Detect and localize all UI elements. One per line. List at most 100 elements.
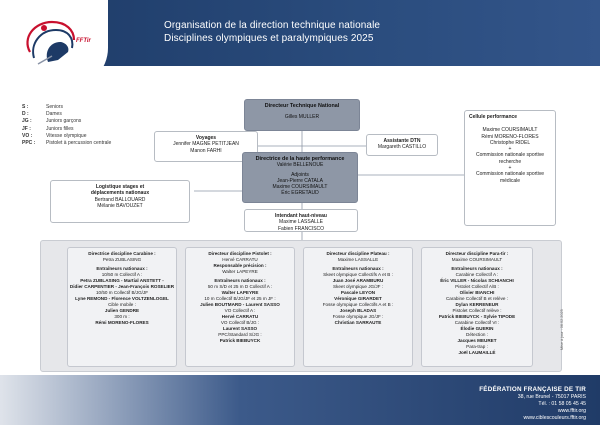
paratir-title: Directeur discipline Para-tir : (445, 251, 509, 256)
dhp-name: Valérie BELLENOUE (276, 162, 324, 169)
haute-performance-box: Directrice de la haute performance Valér… (242, 152, 358, 203)
pistolet-line: Walter LAPEYRE (221, 290, 259, 295)
paratir-line: Patrick BIEBUYCK - Sylvie TIPODE (438, 314, 516, 319)
paratir-line: Élodie GUERIN (460, 326, 494, 331)
cellule-performance-box: Cellule performance Maxime COURSIMAULT R… (464, 110, 556, 226)
intendant-box: Intendant haut-niveau Maxime LASSALLE Fa… (244, 209, 358, 232)
cellule-plus: + (508, 165, 512, 172)
paratir-line: Carabine Collectif VI : (454, 320, 500, 325)
pistolet-entraineurs: Entraîneurs nationaux : (214, 278, 266, 283)
legend-row: VO :Vitesse olympique (22, 132, 87, 139)
paratir-line: Carabine Collectif B et relève : (445, 296, 509, 301)
plateau-title: Directeur discipline Plateau : (326, 251, 390, 256)
discipline-paratir: Directeur discipline Para-tir : Maxime C… (421, 247, 533, 367)
footer-website-link[interactable]: www.fftir.org (557, 408, 586, 414)
intendant-person: Maxime LASSALLE (279, 219, 323, 226)
pistolet-line: Laurent SASSO (222, 326, 258, 331)
cellule-title: Cellule performance (469, 114, 518, 120)
paratir-line: Pistolet Collectif A/B : (455, 284, 499, 289)
logo-area: FFTir (0, 0, 108, 88)
paratir-director: Maxime COURSIMAULT (451, 257, 503, 262)
plateau-line: Joseph BLADAS (339, 308, 377, 313)
carabine-line: Didier CARPENTIER - Jean-François ROSELI… (69, 284, 175, 289)
plateau-entraineurs: Entraîneurs nationaux : (332, 266, 384, 271)
cellule-commission: médicale (499, 177, 520, 184)
assistante-name: Margareth CASTILLO (377, 144, 427, 151)
cellule-commission: recherche (498, 158, 522, 165)
cellule-person: Rémi MORENO-FLORES (481, 133, 539, 140)
carabine-entraineurs: Entraîneurs nationaux : (96, 266, 148, 271)
paratir-line: Jacques MEURET (457, 338, 497, 343)
paratir-line: Olivier BIANCHI (459, 290, 495, 295)
voyages-box: Voyages Jennifer MAGNE PETITJEAN Manon F… (154, 131, 258, 162)
plateau-line: Juan José ARAMBURU (332, 278, 384, 283)
paratir-line: Détection : (466, 332, 488, 337)
pistolet-resp-name: Walter LAPEYRE (222, 269, 258, 274)
intendant-person: Fabien FRANCISCO (277, 225, 325, 232)
dtn-title: Directeur Technique National (264, 103, 340, 109)
carabine-line: Lyne REMOND - Florence VOLTZENLOGEL (75, 296, 169, 301)
pistolet-director: Hervé CARRATU (222, 257, 258, 262)
federation-logo (26, 20, 76, 65)
plateau-line: Véronique GIRARDET (334, 296, 382, 301)
page-title-line2: Disciplines olympiques et paralympiques … (164, 33, 374, 44)
dhp-adjoint: Éric EGRETAUD (281, 190, 319, 197)
carabine-director: Petra ZUBLASING (102, 257, 142, 262)
voyages-title: Voyages (195, 135, 217, 141)
carabine-line: Rémi MORENO-FLORES (95, 320, 149, 325)
assistante-box: Assistante DTN Margareth CASTILLO (366, 134, 438, 156)
cellule-commission: Commission nationale sportive (475, 152, 545, 159)
carabine-line: 300 m : (114, 314, 130, 319)
pistolet-title: Directeur discipline Pistolet : (208, 251, 272, 256)
paratir-line: Carabine Collectif A : (455, 272, 499, 277)
paratir-line: Éric VILLER - Nicolas SCHIANCHI (440, 278, 514, 283)
paratir-line: Joël LAUMAILLÉ (458, 350, 496, 355)
paratir-line: Dylan KERRENEUR (455, 302, 499, 307)
carabine-line: 10/50 m Collectif B/JG/JF (95, 290, 149, 295)
pistolet-line: Hervé CARRATU (221, 314, 259, 319)
voyages-person: Jennifer MAGNE PETITJEAN (173, 141, 239, 148)
plateau-line: Pascale LEYON (340, 290, 376, 295)
update-date: Mise à jour : 06.02.2025 (560, 309, 564, 350)
footer-phone: Tél. : 01 58 05 45 45 (538, 401, 586, 407)
logo-text: FFTir (76, 38, 91, 44)
carabine-line: 10/50 m Collectif A : (101, 272, 143, 277)
plateau-line: Skeet olympique Collectifs A et B : (323, 272, 393, 277)
pistolet-line: VO Collectif A : (224, 308, 256, 313)
dhp-title: Directrice de la haute performance (255, 156, 345, 162)
footer-banner: FÉDÉRATION FRANÇAISE DE TIR 38, rue Brun… (0, 375, 600, 425)
footer-address: 38, rue Brunel - 75017 PARIS (517, 394, 586, 400)
discipline-pistolet: Directeur discipline Pistolet : Hervé CA… (185, 247, 295, 367)
logistique-person: Mélanie BAVOUZET (97, 202, 143, 209)
carabine-line: Cible mobile : (108, 302, 136, 307)
dtn-box: Directeur Technique National Gilles MULL… (244, 99, 360, 131)
logistique-box: Logistique stages et déplacements nation… (50, 180, 190, 223)
pistolet-line: Julien BOUTMARD - Laurent SASSO (200, 302, 280, 307)
paratir-entraineurs: Entraîneurs nationaux : (451, 266, 503, 271)
page-title-line1: Organisation de la direction technique n… (164, 20, 381, 31)
carabine-title: Directrice discipline Carabine : (88, 251, 156, 256)
logistique-title: déplacements nationaux (90, 190, 150, 197)
legend-row: JG :Juniors garçons (22, 118, 82, 125)
logistique-title: Logistique stages et (95, 184, 145, 190)
cellule-person: Maxime COURSIMAULT (482, 127, 538, 134)
legend-row: S :Seniors (22, 104, 63, 110)
discipline-plateau: Directeur discipline Plateau : Maxime LA… (303, 247, 413, 367)
paratir-line: Pistolet Collectif relève : (452, 308, 502, 313)
abbreviation-legend: S :Seniors D :Dames JG :Juniors garçons … (22, 104, 111, 147)
plateau-line: Fosse olympique Collectifs A et B : (322, 302, 394, 307)
pistolet-line: PPC/Standard S/JG : (218, 332, 262, 337)
assistante-title: Assistante DTN (383, 138, 421, 144)
intendant-title: Intendant haut-niveau (275, 213, 327, 219)
plateau-line: Fosse olympique JG/JF : (332, 314, 384, 319)
footer-org: FÉDÉRATION FRANÇAISE DE TIR (479, 386, 586, 393)
dtn-name: Gilles MULLER (284, 114, 320, 121)
plateau-line: Skeet olympique JG/JF : (332, 284, 384, 289)
footer-website-link[interactable]: www.ciblescouleurs.fftir.org (523, 415, 586, 421)
logistique-person: Bertrand BALLOUARD (94, 196, 146, 203)
pistolet-line: 50 m S/D et 25 m D Collectif A : (207, 284, 273, 289)
cellule-person: Christophe RIDEL (489, 139, 531, 146)
pistolet-line: 10 m Collectif B/JG/JF et 25 m JF : (204, 296, 276, 301)
legend-row: JF :Juniors filles (22, 125, 74, 132)
carabine-line: Petra ZUBLASING - Martial ANSTETT - (80, 278, 164, 283)
